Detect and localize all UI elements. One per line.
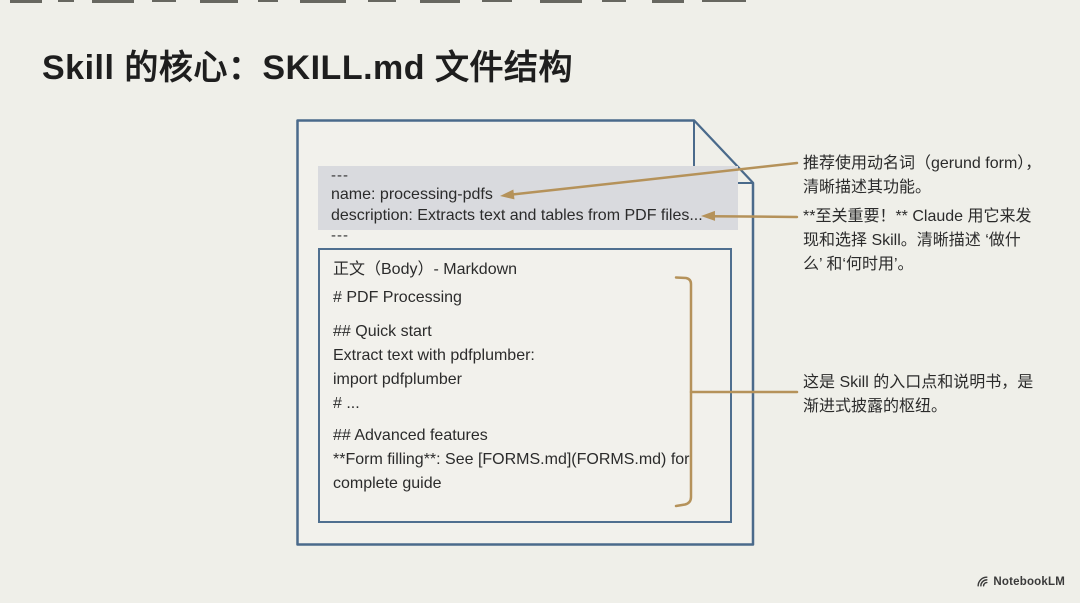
body-line-1: # PDF Processing xyxy=(333,289,462,306)
annotation-description-importance: **至关重要！** Claude 用它来发 现和选择 Skill。清晰描述 ‘做… xyxy=(803,205,1065,277)
body-line-3: Extract text with pdfplumber: xyxy=(333,347,535,364)
top-crop-artifact xyxy=(368,0,396,2)
top-crop-artifact xyxy=(652,0,684,3)
top-crop-artifact xyxy=(10,0,42,3)
top-crop-artifact xyxy=(92,0,134,3)
top-crop-artifact xyxy=(482,0,512,2)
annotation-line: 清晰描述其功能。 xyxy=(803,179,932,196)
annotation-line: 现和选择 Skill。清晰描述 ‘做什 xyxy=(803,232,1021,249)
top-crop-artifact xyxy=(702,0,746,2)
body-line-2: ## Quick start xyxy=(333,323,432,340)
body-box: 正文（Body）- Markdown # PDF Processing ## Q… xyxy=(318,248,732,523)
annotation-gerund-note: 推荐使用动名词（gerund form）， 清晰描述其功能。 xyxy=(803,152,1065,200)
slide-title: Skill 的核心：SKILL.md 文件结构 xyxy=(42,49,573,87)
notebooklm-logo-icon xyxy=(977,576,988,587)
top-crop-artifact xyxy=(258,0,278,2)
notebooklm-brand: NotebookLM xyxy=(976,575,1065,588)
top-crop-artifact xyxy=(152,0,176,2)
annotation-line: **至关重要！** Claude 用它来发 xyxy=(803,208,1032,225)
frontmatter-description-line: description: Extracts text and tables fr… xyxy=(331,207,703,224)
notebooklm-label: NotebookLM xyxy=(993,575,1065,588)
frontmatter-delimiter-top: --- xyxy=(331,167,349,184)
top-crop-artifact xyxy=(602,0,626,2)
top-crop-artifact xyxy=(420,0,460,3)
body-line-5: # ... xyxy=(333,395,360,412)
top-crop-artifact xyxy=(300,0,346,3)
body-line-4: import pdfplumber xyxy=(333,371,462,388)
body-line-7: **Form filling**: See [FORMS.md](FORMS.m… xyxy=(333,451,690,468)
top-crop-artifact xyxy=(200,0,238,3)
annotation-line: 么’ 和‘何时用’。 xyxy=(803,256,914,273)
top-crop-artifact xyxy=(540,0,582,3)
annotation-line: 渐进式披露的枢纽。 xyxy=(803,398,948,415)
body-line-6: ## Advanced features xyxy=(333,427,488,444)
top-crop-artifact xyxy=(58,0,74,2)
annotation-body-role: 这是 Skill 的入口点和说明书，是 渐进式披露的枢纽。 xyxy=(803,371,1065,419)
body-label: 正文（Body）- Markdown xyxy=(333,261,518,278)
frontmatter-delimiter-bottom: --- xyxy=(331,227,349,244)
frontmatter-name-line: name: processing-pdfs xyxy=(331,186,493,203)
annotation-line: 推荐使用动名词（gerund form）， xyxy=(803,155,1042,172)
body-line-8: complete guide xyxy=(333,475,442,492)
frontmatter-block: --- name: processing-pdfs description: E… xyxy=(318,166,738,230)
annotation-line: 这是 Skill 的入口点和说明书，是 xyxy=(803,374,1034,391)
